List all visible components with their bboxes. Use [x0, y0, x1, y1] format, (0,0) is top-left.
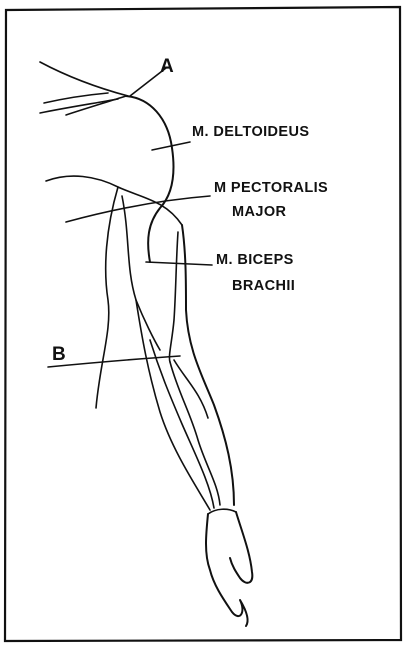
label-biceps-line2: BRACHII [232, 278, 295, 294]
label-deltoideus: M. DELTOIDEUS [192, 124, 309, 140]
deltoid-outline [126, 96, 174, 262]
label-b: B [52, 344, 66, 365]
arm-inner-outline [96, 187, 118, 408]
leader-line-pectoralis [66, 196, 210, 222]
shoulder-hatch-line-3 [66, 96, 126, 115]
biceps-lateral-line [169, 232, 178, 362]
thumb-outline [230, 512, 252, 583]
forearm-muscle-line-1 [150, 340, 214, 508]
leader-line-biceps [146, 262, 212, 265]
label-pectoralis-line1: M PECTORALIS [214, 180, 328, 196]
label-a: A [160, 56, 174, 77]
shoulder-contour-line [40, 62, 128, 96]
label-pectoralis-line2: MAJOR [232, 204, 286, 220]
wrist-line [208, 509, 236, 514]
leader-line-b [48, 356, 180, 367]
shoulder-hatch-line-1 [44, 93, 108, 103]
diagram-frame [5, 7, 401, 641]
label-biceps-line1: M. BICEPS [216, 252, 294, 268]
